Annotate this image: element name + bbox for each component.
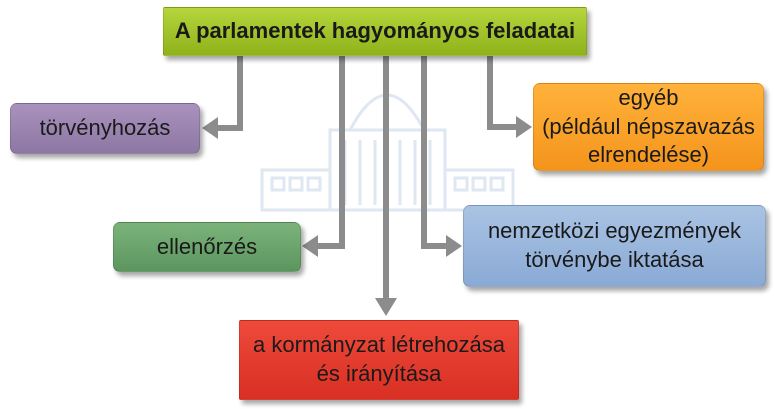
diagram-title-text: A parlamentek hagyományos feladatai (174, 18, 576, 44)
box-treaties-line1: nemzetközi egyezmények (487, 218, 742, 244)
arrowhead-treaties (446, 235, 462, 257)
box-other-line3: elrendelése) (587, 142, 710, 168)
box-other-line2: (például népszavazás (542, 113, 755, 139)
box-control-text: ellenőrzés (156, 233, 258, 259)
box-legislation-text: törvényhozás (39, 115, 171, 141)
arrow-to-control (316, 56, 345, 249)
box-treaties: nemzetközi egyezmények törvénybe iktatás… (463, 205, 766, 287)
box-legislation: törvényhozás (10, 103, 200, 154)
arrow-to-other (487, 56, 518, 130)
arrowhead-control (302, 235, 318, 257)
arrow-to-legislation (216, 56, 243, 131)
arrowhead-other (516, 116, 532, 138)
diagram-title: A parlamentek hagyományos feladatai (163, 7, 587, 56)
box-other-line1: egyéb (618, 85, 679, 111)
box-government-line1: a kormányzat létrehozása (253, 332, 505, 358)
box-government-line2: és irányítása (316, 361, 442, 386)
arrowhead-legislation (202, 117, 218, 139)
box-government: a kormányzat létrehozása és irányítása (239, 320, 519, 400)
arrow-to-treaties (421, 56, 448, 249)
box-treaties-line2: törvénybe iktatása (525, 247, 704, 272)
box-other: egyéb (például népszavazás elrendelése) (533, 83, 764, 171)
box-control: ellenőrzés (113, 222, 301, 272)
arrowhead-government (375, 298, 397, 316)
